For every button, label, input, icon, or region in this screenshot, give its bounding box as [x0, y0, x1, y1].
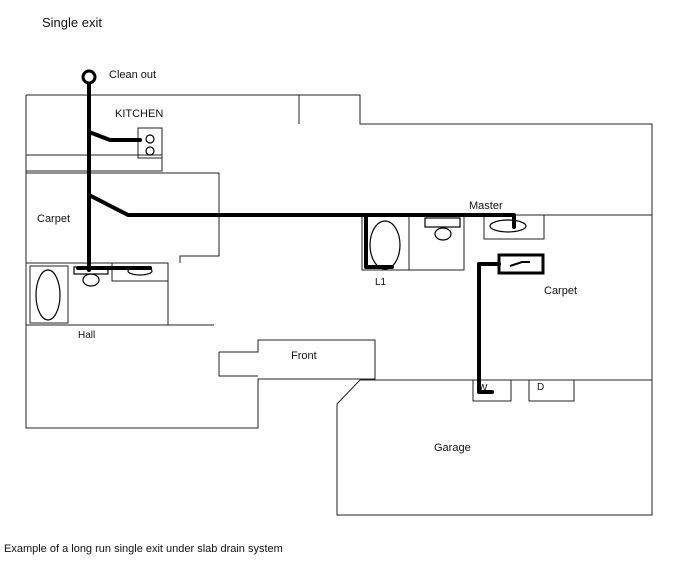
label-master: Master [469, 200, 503, 212]
label-dryer: D [537, 382, 544, 393]
carpet-room-wall [26, 172, 220, 263]
diagram-caption: Example of a long run single exit under … [4, 543, 283, 555]
shower-drain-icon [509, 261, 530, 267]
label-hall: Hall [78, 330, 95, 341]
hall-sink-cabinet [111, 262, 169, 282]
label-carpet-left: Carpet [37, 213, 70, 225]
hall-tub-wall [29, 265, 69, 324]
dryer-box [528, 379, 575, 402]
l1-tub-icon [369, 220, 401, 270]
label-carpet-right: Carpet [544, 285, 577, 297]
master-sink-icon [489, 219, 527, 233]
kitchen-wall [26, 154, 163, 172]
drain-pipe [76, 69, 516, 394]
diagram-title: Single exit [42, 15, 102, 30]
hall-tub-icon [35, 269, 61, 321]
house-outline [25, 94, 653, 429]
kitchen-sink-cabinet [137, 127, 163, 159]
laundry-branch [477, 262, 494, 394]
label-washer: W [478, 383, 488, 394]
hall-bath-wall [25, 262, 169, 326]
fixtures [29, 134, 545, 324]
hall-toilet-icon [82, 273, 100, 287]
label-clean-out: Clean out [109, 69, 156, 81]
garage-wall [336, 379, 653, 516]
label-front: Front [291, 350, 317, 362]
walls [25, 94, 653, 516]
label-kitchen: KITCHEN [115, 108, 163, 120]
washer-box [472, 379, 512, 402]
kitchen-branch [87, 130, 142, 142]
kitchen-sink-drain-icon [145, 146, 155, 156]
kitchen-sink-drain-icon [145, 134, 155, 144]
clean-out-icon [81, 69, 97, 85]
l1-bath-wall [361, 214, 465, 271]
master-shower-icon [497, 253, 545, 275]
l1-toilet-tank [424, 217, 461, 228]
front-entry-wall [218, 339, 376, 379]
l1-toilet-icon [434, 227, 452, 241]
long-run-line [87, 193, 516, 229]
label-l1: L1 [375, 277, 387, 288]
label-garage: Garage [434, 442, 471, 454]
l1-branch [364, 213, 394, 269]
